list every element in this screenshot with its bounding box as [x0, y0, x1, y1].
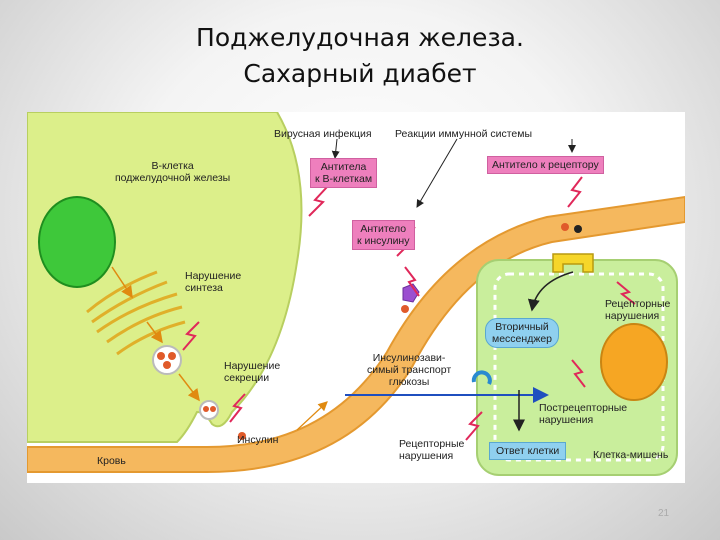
title-line-1: Поджелудочная железа. [196, 23, 524, 52]
label-receptor-disorders-right: Рецепторные нарушения [605, 298, 671, 322]
label-immune-reactions: Реакции иммунной системы [395, 128, 533, 140]
label-target-cell: Клетка-мишень [593, 449, 669, 461]
title-line-2: Сахарный диабет [243, 59, 477, 88]
box-antibody-receptor: Антитело к рецептору [487, 156, 604, 174]
label-viral-infection: Вирусная инфекция [274, 128, 372, 140]
label-beta-cell: В-клетка поджелудочной железы [115, 160, 231, 184]
beta-cell [27, 112, 303, 443]
label-receptor-disorders-bottom: Рецепторные нарушения [399, 438, 465, 462]
box-cell-response: Ответ клетки [489, 442, 567, 460]
box-antibody-insulin: Антитело к инсулину [352, 220, 415, 250]
slide-title: Поджелудочная железа. Сахарный диабет [0, 20, 720, 92]
target-cell-nucleus [600, 323, 668, 401]
beta-cell-nucleus [38, 196, 116, 288]
label-insulin: Инсулин [237, 434, 279, 446]
label-synthesis-disorder: Нарушение синтеза [185, 270, 242, 294]
label-blood: Кровь [97, 455, 126, 467]
box-second-messenger: Вторичный мессенджер [485, 318, 560, 348]
label-secretion-disorder: Нарушение секреции [224, 360, 281, 384]
insulin-vesicle [152, 345, 182, 375]
label-insulin-independent-transport: Инсулинозави- симый транспорт глюкозы [367, 352, 452, 388]
diabetes-diagram: В-клетка поджелудочной железы Вирусная и… [27, 112, 685, 483]
diagram-graphics [27, 112, 685, 476]
box-antibodies-b-cells: Антитела к В-клеткам [310, 158, 378, 188]
lightning-marks [182, 176, 636, 441]
page-number: 21 [658, 508, 670, 519]
endoplasmic-reticulum [86, 270, 186, 356]
blood-vessel [27, 195, 685, 473]
insulin-receptor [552, 253, 594, 273]
label-postreceptor-disorders: Пострецепторные нарушения [539, 402, 628, 426]
